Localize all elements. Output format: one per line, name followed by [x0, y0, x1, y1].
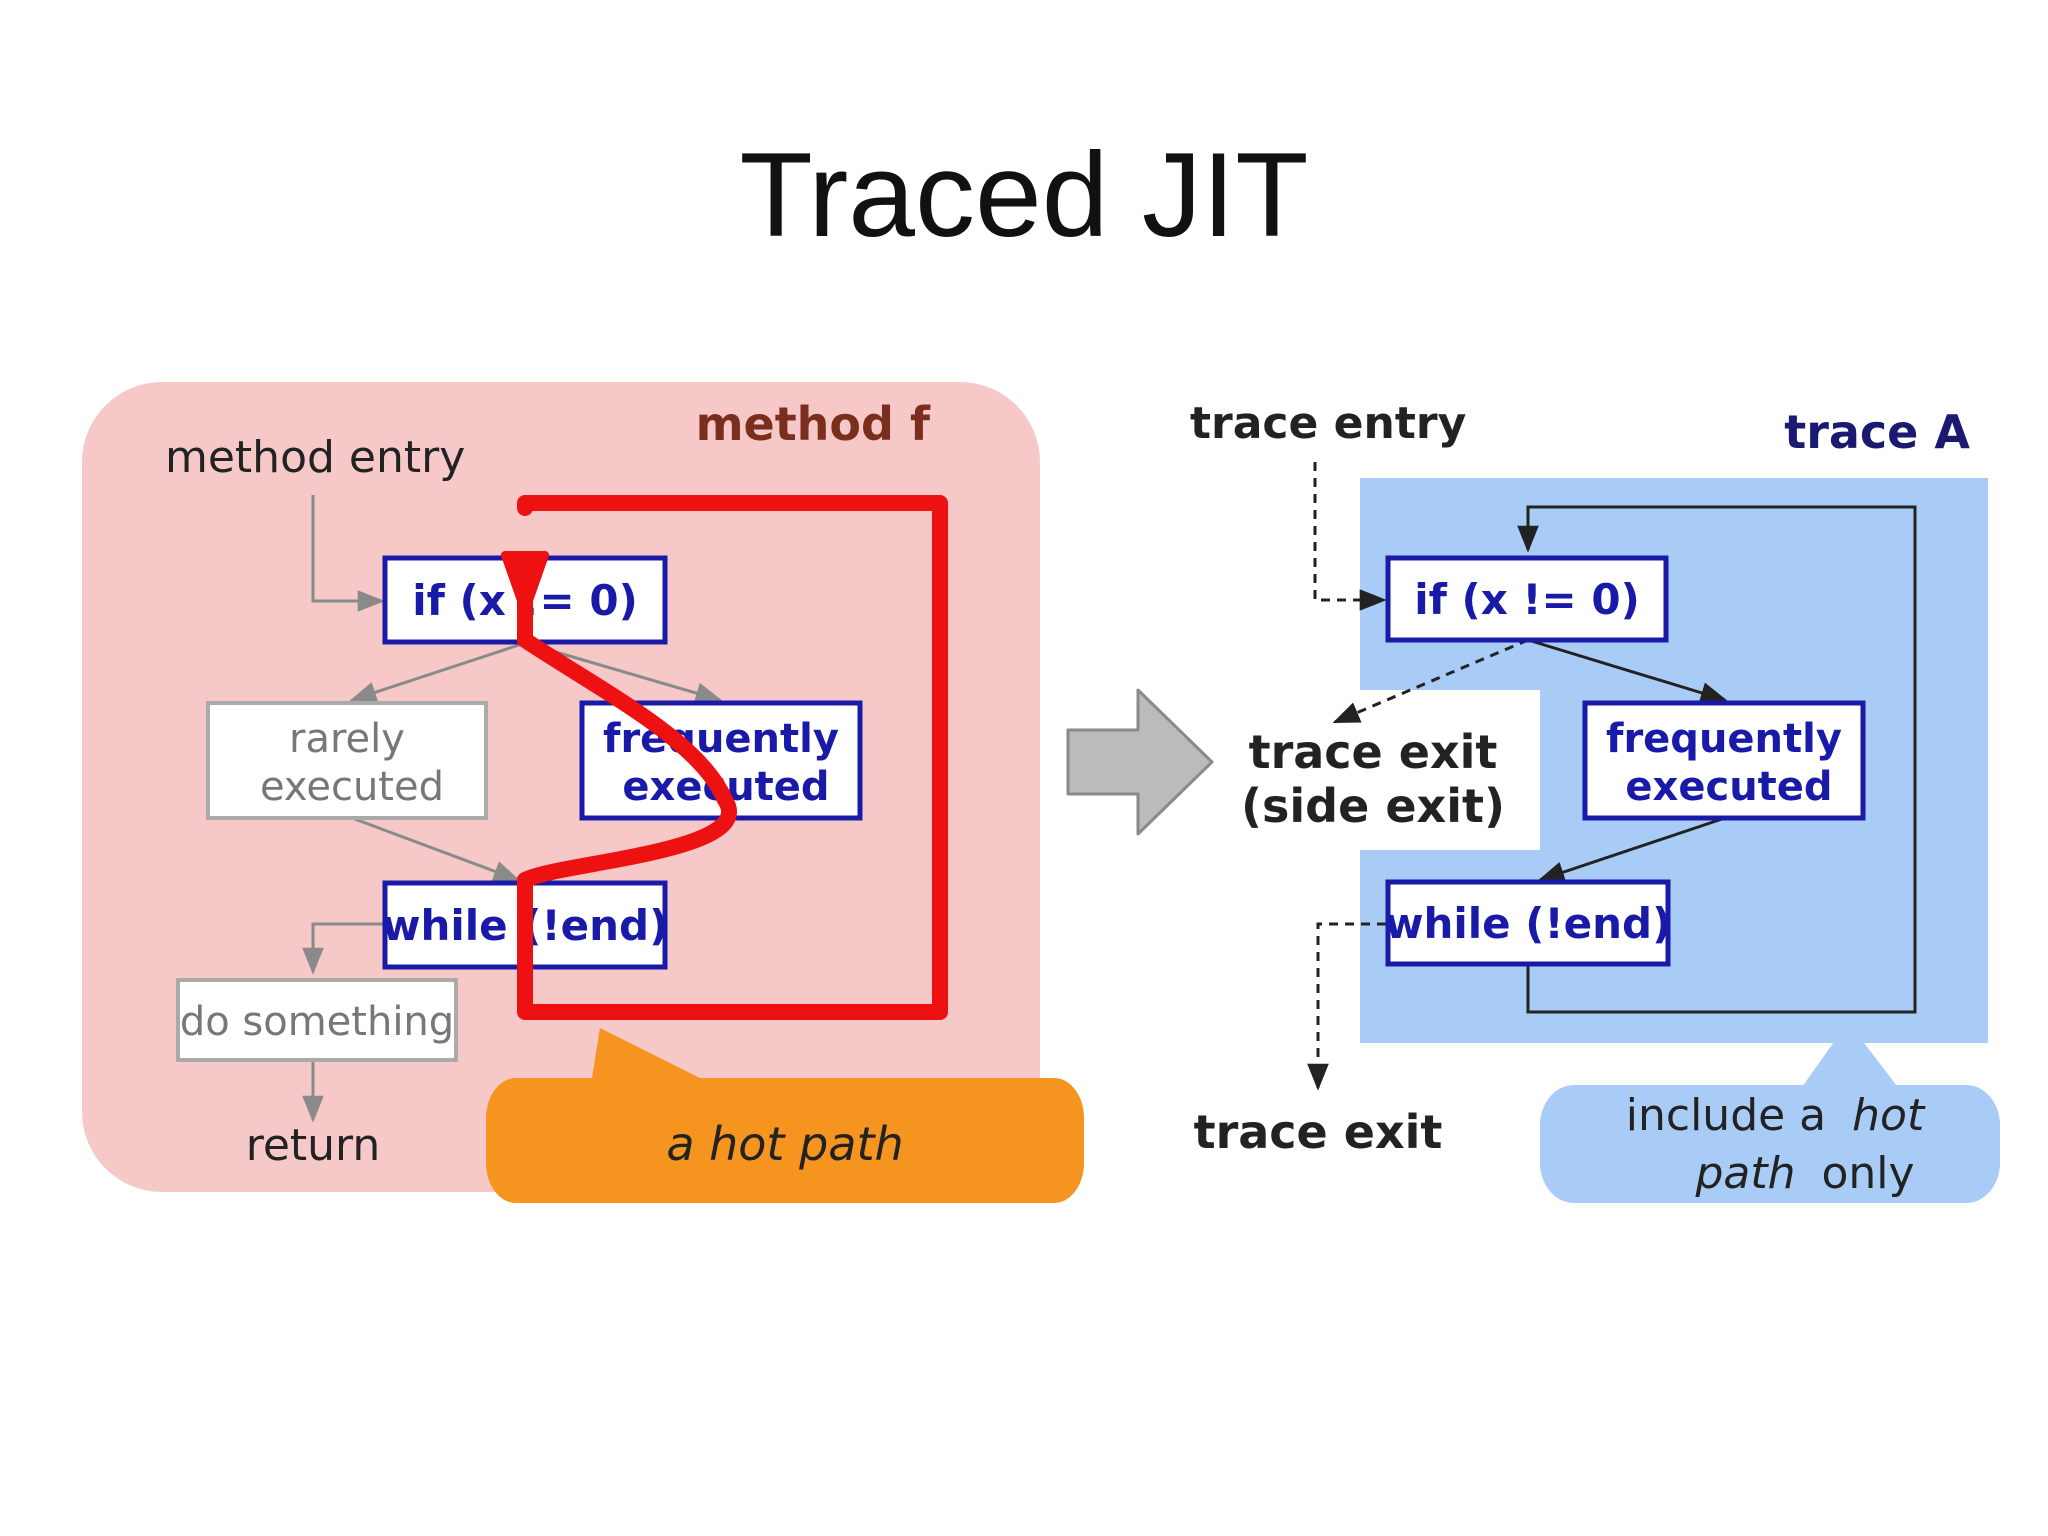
trace-exit-label: trace exit	[1194, 1105, 1443, 1159]
trace-while-node: while (!end)	[1385, 879, 1672, 967]
trace-panel: trace A trace entry if (x != 0) frequent…	[1190, 398, 2000, 1203]
side-exit-label-line2: (side exit)	[1241, 779, 1505, 833]
rarely-executed-node: rarely executed	[206, 701, 488, 820]
method-entry-label: method entry	[165, 432, 465, 483]
hot-path-line	[517, 495, 948, 1020]
hot-path-callout-text: a hot path	[666, 1117, 903, 1171]
trace-callout-line2-italic: path	[1694, 1148, 1795, 1199]
method-label: method f	[696, 397, 931, 451]
trace-if-to-frequent-arrow	[1527, 638, 1728, 704]
trace-callout: include a hot path only	[1540, 1022, 2000, 1203]
svg-text:while (!end): while (!end)	[1385, 899, 1672, 948]
trace-callout-line2: only	[1821, 1148, 1914, 1199]
svg-text:do something: do something	[180, 999, 454, 1045]
svg-text:executed: executed	[1625, 764, 1832, 810]
svg-text:include a hot: include a hot	[1626, 1090, 1926, 1141]
trace-entry-label: trace entry	[1190, 398, 1466, 449]
hot-path-arrowhead	[501, 551, 549, 616]
rarely-to-while-arrow	[351, 816, 521, 882]
svg-text:rarely: rarely	[289, 716, 405, 762]
trace-if-node: if (x != 0)	[1385, 555, 1669, 643]
entry-to-if-arrow	[311, 495, 385, 612]
method-panel: method f method entry if (x != 0) rarely…	[82, 382, 1084, 1203]
slide-title: Traced JIT	[739, 128, 1309, 262]
trace-callout-line1-italic: hot	[1852, 1090, 1926, 1141]
hot-path-callout: a hot path	[486, 1028, 1084, 1203]
svg-text:frequently: frequently	[603, 716, 839, 762]
trace-exit-arrow	[1307, 922, 1386, 1091]
trace-loop-back-edge	[1517, 505, 1917, 1014]
while-to-do-arrow	[302, 922, 385, 975]
transform-arrow	[1066, 688, 1214, 836]
svg-text:executed: executed	[260, 764, 444, 810]
trace-label: trace A	[1784, 405, 1970, 459]
if-to-rarely-arrow	[349, 641, 526, 703]
svg-text:path only: path only	[1694, 1148, 1914, 1199]
trace-frequent-node: frequently executed	[1582, 700, 1866, 821]
trace-entry-arrow	[1313, 462, 1387, 611]
trace-frequent-to-while-arrow	[1537, 816, 1726, 883]
return-label: return	[246, 1120, 381, 1171]
side-exit-arrow	[1332, 638, 1529, 724]
side-exit-label-line1: trace exit	[1249, 725, 1498, 779]
trace-callout-line1: include a	[1626, 1090, 1826, 1141]
svg-text:if (x != 0): if (x != 0)	[1414, 575, 1640, 624]
do-something-node: do something	[176, 978, 458, 1062]
svg-text:frequently: frequently	[1606, 716, 1842, 762]
side-exit-cutout	[1220, 690, 1540, 850]
